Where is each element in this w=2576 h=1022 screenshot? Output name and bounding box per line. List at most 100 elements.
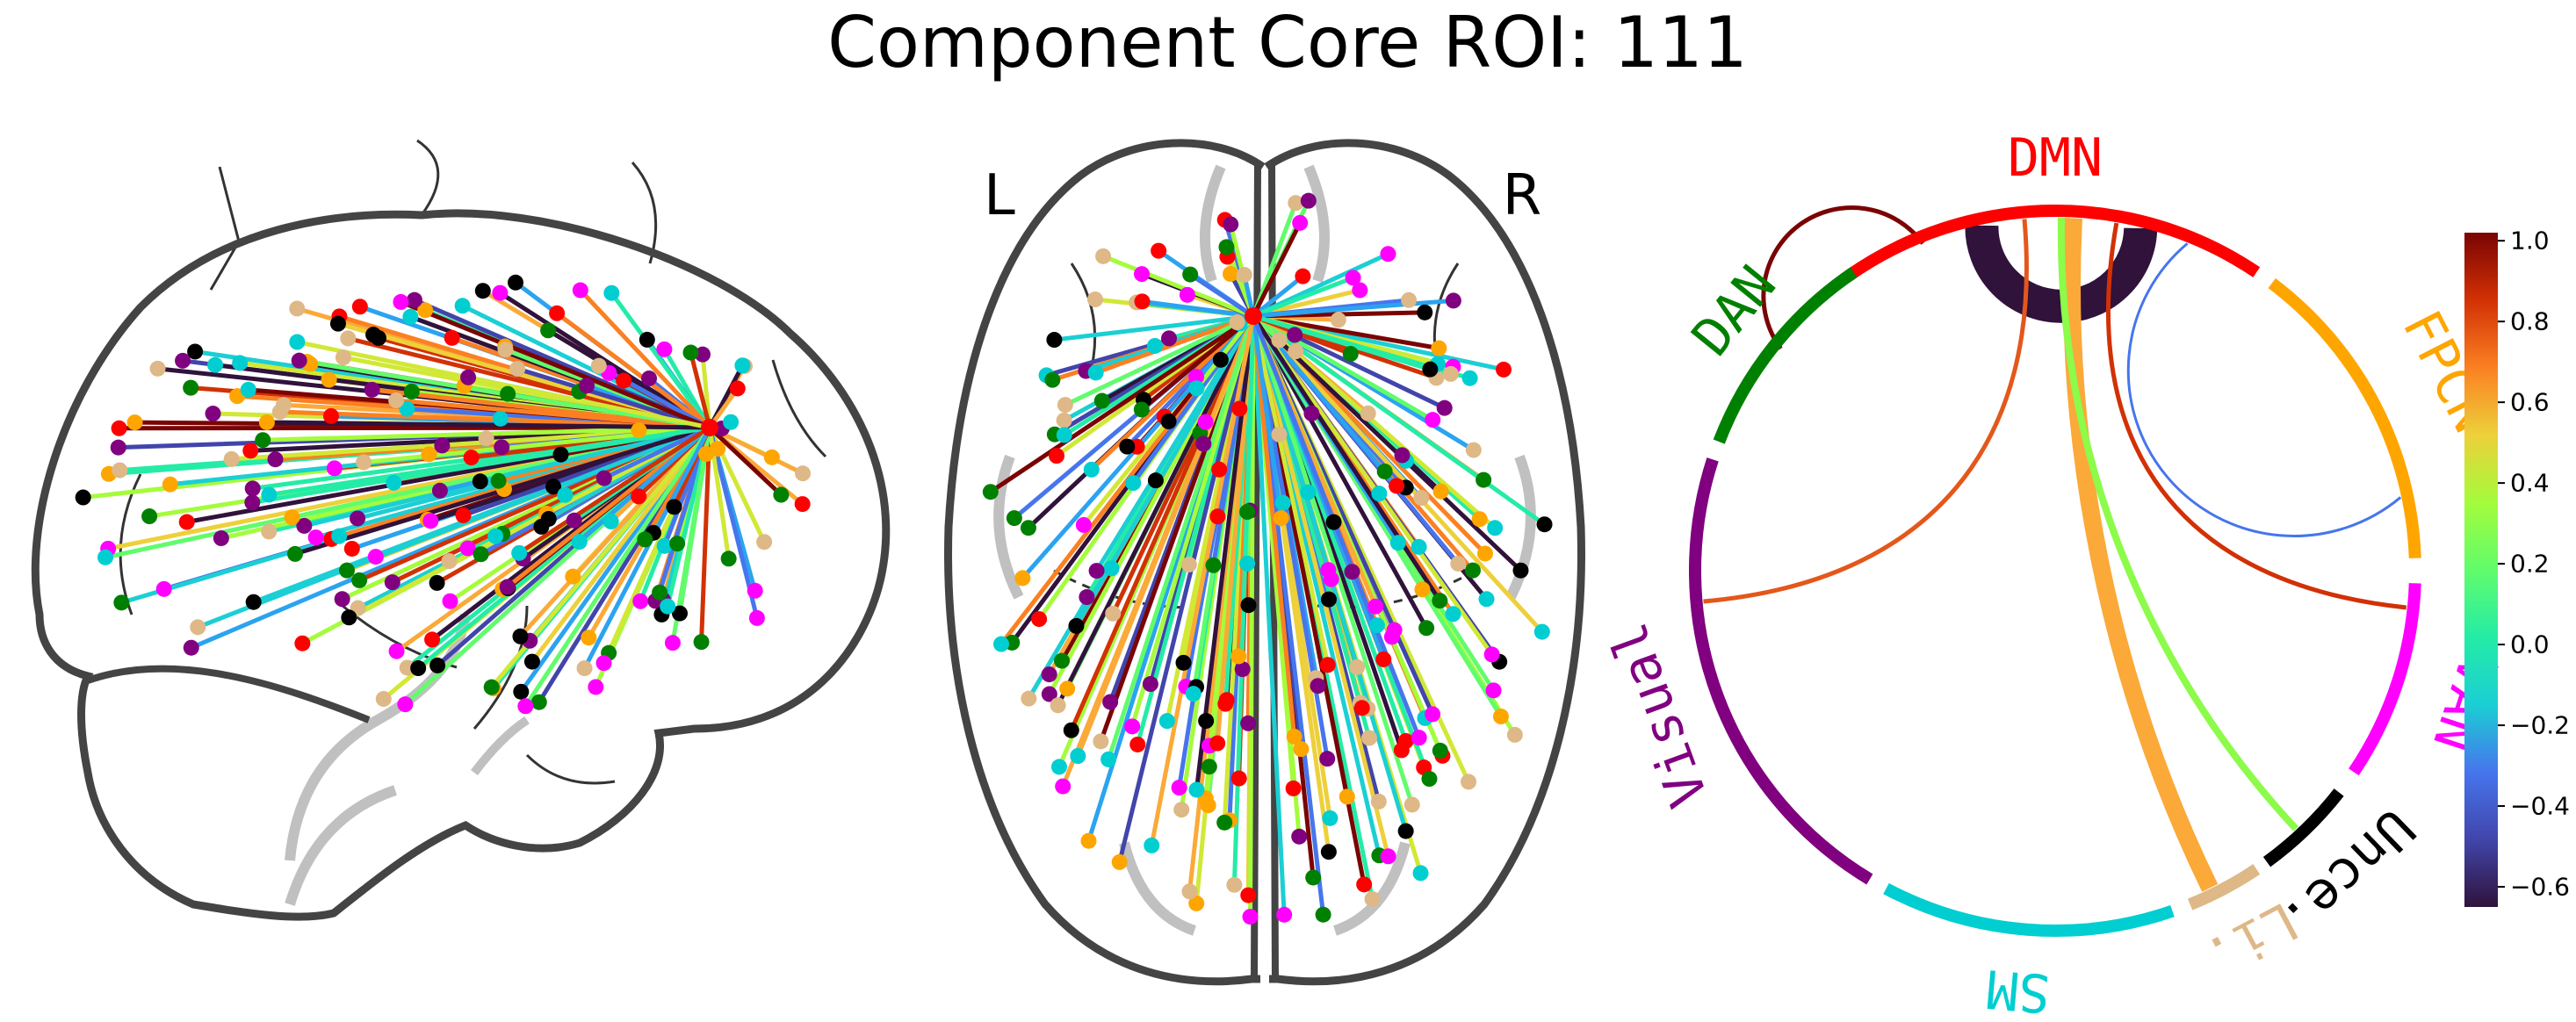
roi-node bbox=[1230, 648, 1247, 665]
roi-node bbox=[1394, 447, 1411, 464]
roi-node bbox=[1450, 555, 1467, 572]
roi-node bbox=[284, 509, 300, 526]
roi-node bbox=[1185, 686, 1201, 702]
colorbar-tick-label: −0.6 bbox=[2510, 873, 2570, 902]
roi-node bbox=[1411, 730, 1427, 746]
chord-link-dmn-limbic bbox=[2063, 218, 2219, 892]
connection-line bbox=[229, 425, 712, 462]
roi-node bbox=[223, 450, 240, 467]
roi-node bbox=[1461, 774, 1477, 790]
roi-node bbox=[1506, 726, 1523, 743]
roi-node bbox=[1054, 652, 1071, 669]
connection-line bbox=[1069, 313, 1256, 733]
axial-right-label: R bbox=[1503, 163, 1541, 228]
roi-node bbox=[1059, 680, 1076, 697]
roi-node bbox=[1095, 248, 1112, 264]
axial-roi-nodes bbox=[982, 192, 1553, 925]
roi-node bbox=[1288, 195, 1304, 212]
roi-node bbox=[474, 283, 491, 299]
connection-line bbox=[578, 288, 712, 430]
roi-node bbox=[1046, 332, 1063, 349]
connection-line bbox=[398, 299, 712, 430]
roi-node bbox=[444, 329, 460, 346]
roi-node bbox=[1288, 343, 1304, 360]
network-arc-visual bbox=[1689, 457, 1873, 885]
roi-node bbox=[571, 534, 588, 551]
roi-node bbox=[1356, 876, 1373, 893]
roi-node bbox=[112, 462, 128, 479]
roi-node bbox=[429, 657, 446, 673]
roi-node bbox=[384, 574, 400, 591]
connection-line bbox=[1251, 313, 1297, 739]
connection-line bbox=[1056, 313, 1256, 708]
roi-node bbox=[1226, 876, 1243, 893]
roi-node bbox=[271, 404, 288, 421]
connection-line bbox=[1063, 313, 1256, 407]
roi-node bbox=[1201, 759, 1217, 775]
connection-line bbox=[602, 425, 712, 481]
network-arc-van bbox=[2349, 583, 2421, 776]
roi-node bbox=[982, 484, 999, 500]
roi-node bbox=[1056, 412, 1072, 428]
roi-node bbox=[1422, 361, 1439, 378]
roi-node bbox=[639, 331, 655, 348]
roi-node bbox=[652, 584, 668, 601]
roi-node bbox=[1056, 427, 1072, 443]
roi-node bbox=[1231, 400, 1248, 417]
roi-node bbox=[1345, 270, 1361, 286]
roi-node bbox=[1079, 589, 1095, 606]
roi-node bbox=[1380, 246, 1396, 263]
roi-node bbox=[1239, 504, 1256, 521]
roi-node bbox=[483, 679, 500, 695]
roi-node bbox=[1320, 591, 1337, 608]
roi-node bbox=[747, 582, 763, 599]
roi-node bbox=[511, 544, 528, 561]
roi-node bbox=[341, 609, 357, 626]
roi-node bbox=[1389, 478, 1405, 494]
roi-node bbox=[1295, 268, 1311, 284]
roi-node bbox=[1364, 891, 1381, 908]
roi-node bbox=[434, 437, 451, 454]
connection-line bbox=[1251, 313, 1495, 657]
connection-line bbox=[1139, 313, 1256, 412]
roi-node bbox=[454, 298, 471, 314]
chord-link-dmn-dan bbox=[1761, 205, 1925, 350]
roi-node bbox=[513, 683, 530, 700]
roi-node bbox=[388, 643, 405, 659]
connection-line bbox=[1251, 313, 1391, 859]
network-arc-dan bbox=[1713, 267, 1858, 444]
colorbar-tick-label: 0.0 bbox=[2510, 630, 2550, 659]
roi-node bbox=[291, 352, 307, 369]
roi-node bbox=[492, 284, 509, 301]
chord-link-dmn-dmn-strong bbox=[1965, 225, 2158, 323]
roi-node bbox=[367, 549, 384, 565]
roi-node bbox=[637, 531, 653, 548]
connection-line bbox=[609, 291, 712, 430]
roi-node bbox=[255, 432, 271, 449]
roi-node bbox=[1217, 695, 1234, 712]
roi-node bbox=[1465, 442, 1482, 458]
roi-node bbox=[1305, 869, 1322, 886]
roi-node bbox=[566, 512, 582, 529]
roi-node bbox=[459, 540, 476, 557]
network-label-dmn: DMN bbox=[2008, 127, 2103, 189]
connection-line bbox=[249, 425, 712, 505]
roi-node bbox=[1242, 909, 1259, 925]
roi-node bbox=[463, 450, 480, 466]
roi-node bbox=[1300, 192, 1317, 209]
core-roi-node bbox=[701, 419, 718, 436]
roi-node bbox=[473, 546, 489, 563]
roi-node bbox=[1397, 732, 1414, 749]
roi-node bbox=[698, 445, 715, 462]
connection-line bbox=[1251, 313, 1331, 667]
roi-node bbox=[1171, 780, 1187, 796]
roi-node bbox=[1464, 562, 1481, 579]
roi-node bbox=[424, 631, 441, 648]
roi-node bbox=[763, 449, 780, 465]
connection-line bbox=[1089, 313, 1256, 472]
roi-node bbox=[1273, 510, 1289, 527]
roi-node bbox=[242, 443, 259, 459]
roi-node bbox=[1403, 796, 1420, 813]
roi-node bbox=[429, 574, 445, 591]
